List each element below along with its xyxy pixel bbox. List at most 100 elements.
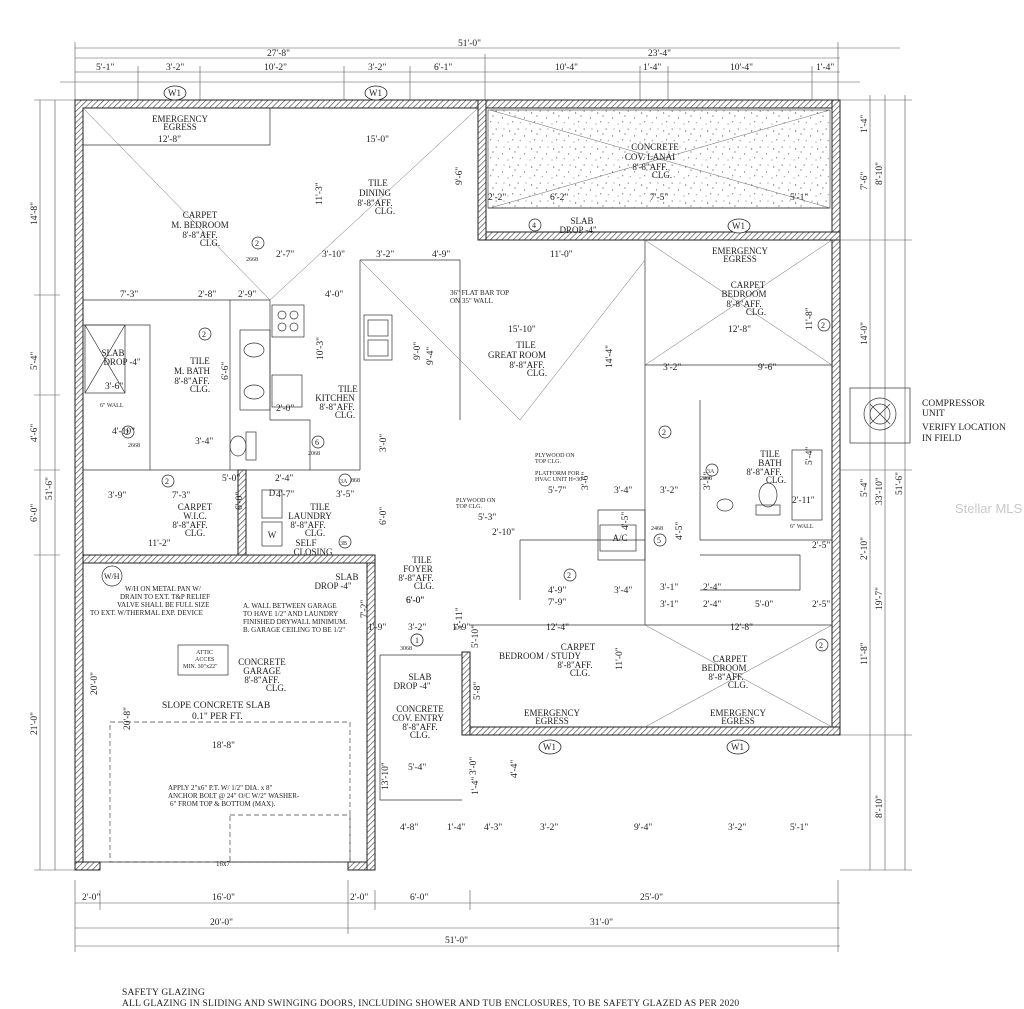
watermark: Stellar MLS (955, 501, 1023, 516)
svg-text:20'-0": 20'-0" (90, 672, 100, 695)
door-3068: 3068 (400, 646, 412, 652)
dim-seg-7: 1'-4" (643, 63, 661, 73)
dim-left-6: 21'-0" (30, 712, 40, 735)
dim-bot-5: 25'-0" (640, 893, 663, 903)
dim-right-3: 8'-10" (875, 162, 885, 185)
svg-text:BEDROOM / STUDY: BEDROOM / STUDY (499, 651, 582, 661)
svg-text:TILE: TILE (310, 502, 330, 512)
svg-text:LAUNDRY: LAUNDRY (288, 511, 332, 521)
room-wic: CARPET W.I.C. 8'-8"AFF. CLG. (172, 502, 212, 538)
svg-text:10'-3": 10'-3" (316, 337, 326, 360)
svg-text:3'-0": 3'-0" (379, 434, 389, 452)
svg-text:CLG.: CLG. (335, 410, 355, 420)
svg-text:8'-8"AFF.: 8'-8"AFF. (319, 402, 354, 412)
svg-text:CARPET: CARPET (183, 210, 218, 220)
svg-text:5'-3": 5'-3" (478, 513, 496, 523)
svg-text:9'-0": 9'-0" (413, 342, 423, 360)
svg-text:11'-0": 11'-0" (550, 250, 573, 260)
dim-seg-8: 10'-4" (730, 63, 753, 73)
svg-text:CARPET: CARPET (561, 642, 596, 652)
svg-text:4'-5": 4'-5" (675, 522, 685, 540)
svg-text:5'-1": 5'-1" (790, 823, 808, 833)
svg-text:EMERGENCY: EMERGENCY (710, 708, 767, 718)
svg-text:3'-4": 3'-4" (195, 437, 213, 447)
svg-text:COMPRESSOR: COMPRESSOR (922, 399, 985, 409)
svg-text:CLG.: CLG. (410, 730, 430, 740)
svg-text:2'-5": 2'-5" (812, 600, 830, 610)
svg-text:CLG.: CLG. (527, 368, 547, 378)
dryer-label: D (269, 488, 276, 498)
svg-text:SLAB: SLAB (570, 216, 593, 226)
svg-text:3'-4": 3'-4" (614, 586, 632, 596)
svg-text:3'-1": 3'-1" (660, 600, 678, 610)
svg-text:3B: 3B (340, 541, 347, 547)
dim-left-overall: 51'-6" (45, 477, 55, 500)
dim-seg-5: 6'-1" (434, 63, 452, 73)
left-dimensions: 14'-8" 5'-4" 4'-6" 6'-0" 51'-6" 21'-0" (30, 99, 90, 871)
svg-text:A. WALL BETWEEN GARAGE: A. WALL BETWEEN GARAGE (243, 602, 337, 610)
window-tag-w1-d: W1 (538, 739, 562, 755)
svg-text:7'-5": 7'-5" (650, 193, 668, 203)
svg-text:6'-6": 6'-6" (221, 362, 231, 380)
dim-bot-2: 16'-0" (212, 893, 235, 903)
svg-text:8'-8"AFF.: 8'-8"AFF. (398, 573, 433, 583)
dim-left-3: 4'-6" (30, 424, 40, 442)
svg-text:6: 6 (315, 438, 319, 447)
egress-label-3: EMERGENCY EGRESS (524, 708, 581, 726)
svg-text:9'-6": 9'-6" (758, 363, 776, 373)
svg-text:13'-10": 13'-10" (381, 762, 391, 790)
svg-text:EMERGENCY: EMERGENCY (712, 246, 769, 256)
svg-text:1'-9": 1'-9" (452, 623, 470, 633)
platform-note: PLATFORM FOR HVAC UNIT H=30" (535, 471, 585, 483)
walls (74, 99, 841, 871)
compressor-unit (849, 387, 911, 444)
dim-right-9: 19'-7" (875, 587, 885, 610)
svg-text:8'-8"AFF.: 8'-8"AFF. (708, 672, 743, 682)
svg-text:DRAIN TO EXT. T&P RELIEF: DRAIN TO EXT. T&P RELIEF (120, 593, 210, 601)
svg-text:W1: W1 (543, 742, 556, 752)
svg-text:DROP -4": DROP -4" (103, 357, 140, 367)
svg-text:2'-9": 2'-9" (238, 290, 256, 300)
dim-seg-6: 10'-4" (555, 63, 578, 73)
dim-right-5: 5'-4" (860, 479, 870, 497)
window-tag-w1-c: W1 (727, 218, 751, 234)
svg-text:5'-1": 5'-1" (790, 193, 808, 203)
svg-text:CONCRETE: CONCRETE (238, 657, 286, 667)
svg-text:TO HAVE 1/2" AND LAUNDRY: TO HAVE 1/2" AND LAUNDRY (243, 610, 338, 618)
svg-text:5'-10": 5'-10" (471, 625, 481, 648)
svg-text:ACCES: ACCES (195, 657, 214, 663)
compressor-note: COMPRESSOR UNIT VERIFY LOCATION IN FIELD (922, 399, 1006, 444)
plywood-note-1: PLYWOOD ON TOP CLG. (535, 453, 575, 465)
svg-text:DROP -4": DROP -4" (559, 225, 596, 235)
svg-text:0.1" PER FT.: 0.1" PER FT. (192, 712, 243, 722)
svg-text:14'-4": 14'-4" (605, 345, 615, 368)
svg-text:5'-4": 5'-4" (805, 447, 815, 465)
svg-text:3'-2": 3'-2" (663, 363, 681, 373)
room-kitchen: TILE KITCHEN 8'-8"AFF. CLG. (315, 384, 358, 420)
tags: 2 2 2 2 3A 3B 4 5 6 1 3A 2 2 2 2 (121, 218, 831, 652)
svg-text:CARPET: CARPET (731, 280, 766, 290)
right-dimensions: 1'-4" 7'-6" 8'-10" 14'-0" 5'-4" 33'-10" … (840, 95, 912, 871)
svg-text:2'-8": 2'-8" (198, 290, 216, 300)
room-entry: CONCRETE COV. ENTRY 8'-8"AFF. CLG. (392, 704, 444, 740)
svg-text:ATTIC: ATTIC (196, 650, 213, 656)
svg-text:8'-8"AFF.: 8'-8"AFF. (182, 230, 217, 240)
svg-text:9'-4": 9'-4" (634, 823, 652, 833)
svg-text:3'-6": 3'-6" (105, 382, 123, 392)
svg-text:3'-6": 3'-6" (581, 472, 591, 490)
flat-bar-note: 36" FLAT BAR TOP ON 35" WALL (450, 289, 509, 305)
dim-overall-bottom: 51'-0" (445, 936, 468, 946)
svg-text:CLG.: CLG. (200, 238, 220, 248)
svg-text:EMERGENCY: EMERGENCY (152, 114, 209, 124)
dim-bot-right: 31'-0" (590, 918, 613, 928)
svg-text:8'-8"AFF.: 8'-8"AFF. (357, 198, 392, 208)
svg-text:8'-8"AFF.: 8'-8"AFF. (726, 299, 761, 309)
garage-wall-note: A. WALL BETWEEN GARAGE TO HAVE 1/2" AND … (243, 602, 347, 634)
svg-text:6'-2": 6'-2" (550, 193, 568, 203)
dim-left-1: 14'-8" (30, 202, 40, 225)
svg-text:B. GARAGE CEILING TO BE 1/2": B. GARAGE CEILING TO BE 1/2" (243, 626, 345, 634)
dim-bot-left: 20'-0" (210, 918, 233, 928)
ceiling-lines (82, 107, 833, 728)
svg-text:M. BATH: M. BATH (174, 366, 211, 376)
egress-label-1: EMERGENCY EGRESS (152, 114, 209, 132)
